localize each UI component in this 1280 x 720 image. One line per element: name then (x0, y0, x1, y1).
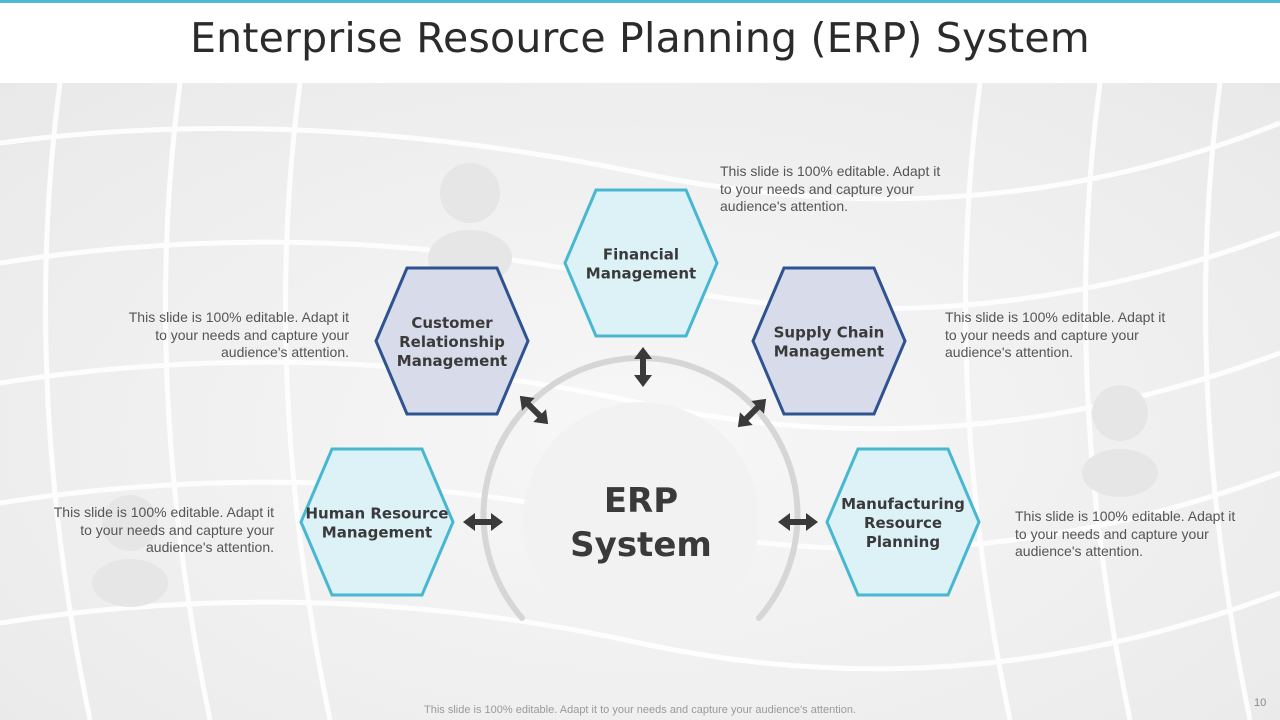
node-label-mrp-line3: Planning (866, 533, 940, 551)
center-label-line1: ERP (604, 481, 678, 521)
node-label-crm-line3: Management (397, 352, 507, 370)
description-scm: This slide is 100% editable. Adapt it to… (945, 309, 1166, 360)
arrow-mrp (778, 513, 818, 531)
arrow-crm (519, 395, 549, 425)
background-panel (0, 83, 1280, 720)
node-label-hrm-line2: Management (322, 524, 432, 542)
slide-title: Enterprise Resource Planning (ERP) Syste… (190, 14, 1090, 62)
title-band (0, 3, 1280, 83)
page-number: 10 (1254, 697, 1267, 709)
arrow-scm (737, 398, 767, 428)
arrow-financial (634, 347, 652, 387)
hexagon-mrp (825, 447, 981, 597)
node-label-financial-line2: Management (586, 265, 696, 283)
node-label-scm-line2: Management (774, 343, 884, 361)
node-label-mrp-line1: Manufacturing (841, 495, 965, 513)
node-label-crm-line2: Relationship (399, 333, 505, 351)
description-hrm: This slide is 100% editable. Adapt it to… (53, 504, 274, 555)
description-crm: This slide is 100% editable. Adapt it to… (128, 309, 349, 360)
nodes-layer: FinancialManagementCustomerRelationshipM… (299, 188, 981, 597)
node-label-financial-line1: Financial (603, 246, 679, 264)
center-circle (523, 402, 759, 638)
hexagon-scm (751, 266, 907, 416)
description-mrp: This slide is 100% editable. Adapt it to… (1015, 508, 1236, 559)
arrows (463, 347, 818, 531)
arrow-hrm (463, 513, 503, 531)
top-accent-rule (0, 0, 1280, 3)
description-financial: This slide is 100% editable. Adapt it to… (720, 163, 941, 214)
node-label-crm-line1: Customer (411, 314, 493, 332)
node-label-mrp-line2: Resource (864, 514, 942, 532)
hexagon-crm (374, 266, 530, 416)
center-label-line2: System (570, 525, 712, 565)
node-label-scm-line1: Supply Chain (774, 324, 885, 342)
hexagon-financial (563, 188, 719, 338)
hexagon-hrm (299, 447, 455, 597)
node-label-hrm-line1: Human Resource (306, 505, 449, 523)
footer-note: This slide is 100% editable. Adapt it to… (424, 704, 856, 716)
